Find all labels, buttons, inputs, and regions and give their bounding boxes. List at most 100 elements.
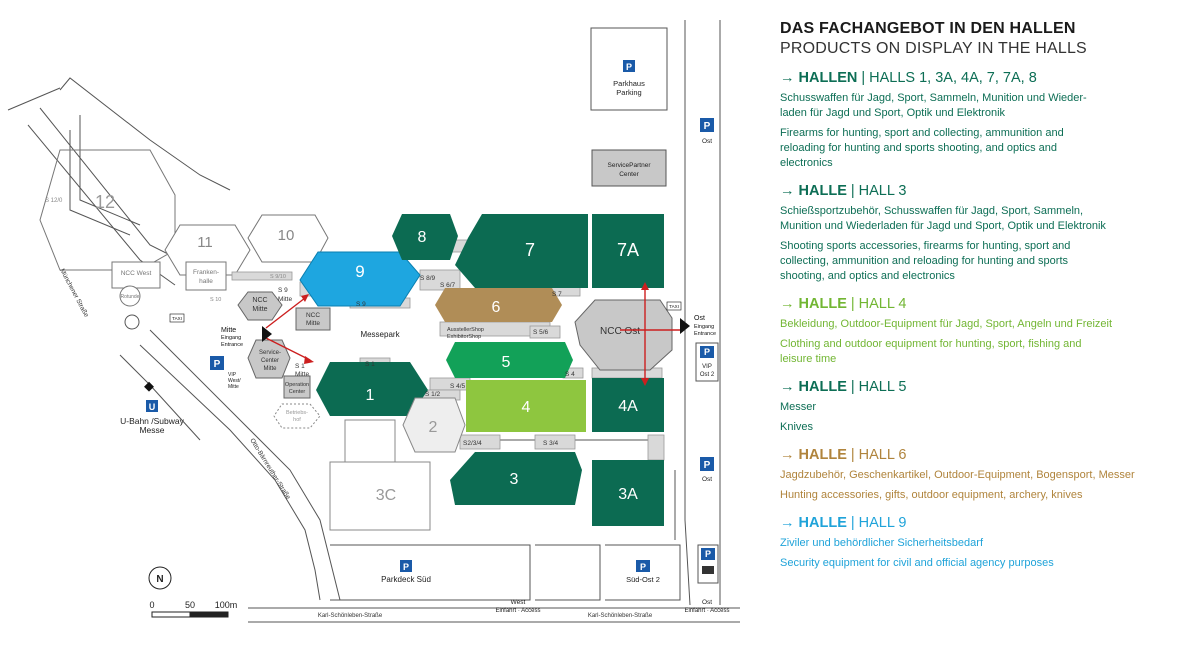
svg-text:Mitte: Mitte — [278, 296, 292, 303]
arrow-icon: → — [780, 70, 799, 86]
ncc-mitte-b[interactable] — [295, 307, 331, 331]
vip-west-p-icon[interactable] — [210, 356, 224, 370]
legend-heading-de: HALLE — [798, 183, 847, 199]
hall-3a-number: 3A — [618, 486, 638, 503]
ost-entrance-label-2: Eingang — [694, 324, 714, 330]
legend-heading-de: HALLE — [798, 447, 847, 463]
route-arrows — [265, 288, 680, 382]
legend-section-heading: → HALLE|HALL 4 — [780, 296, 1170, 312]
arrow-icon: → — [780, 515, 799, 531]
building-block — [344, 419, 396, 463]
hall-4[interactable] — [466, 380, 586, 432]
roundabout — [124, 314, 140, 330]
ncc-west-label: NCC West — [121, 270, 152, 277]
legend-heading-en: HALL 6 — [858, 447, 907, 463]
vip-west-label-3: Mitte — [228, 384, 239, 390]
route-arrow-head-1 — [641, 282, 649, 290]
betriebshof-label-1: Betriebs- — [286, 410, 308, 416]
legend-description-en: Knives — [780, 421, 814, 433]
legend-description-de: Jagdzubehör, Geschenkartikel, Outdoor-Eq… — [780, 469, 1135, 481]
parking-ost-mid-icon[interactable] — [700, 457, 714, 471]
hall-4-number: 4 — [522, 399, 531, 416]
hall-12-number: 12 — [95, 192, 115, 212]
mitte-entrance-label-3: Entrance — [221, 342, 243, 348]
betriebshof — [273, 403, 321, 429]
parking-ost-top-p: P — [704, 121, 711, 132]
hall-5-number: 5 — [502, 354, 511, 371]
hall-7a[interactable] — [592, 214, 664, 288]
west-access-label-1: West — [511, 599, 526, 606]
svg-text:S 4: S 4 — [565, 371, 575, 378]
legend-heading-separator: | — [850, 379, 855, 395]
hall-4a[interactable] — [592, 378, 664, 432]
svg-text:S 5/6: S 5/6 — [533, 329, 549, 336]
ncc-west[interactable] — [111, 261, 161, 289]
street-karl-1: Karl-Schönleben-Straße — [318, 613, 383, 619]
ncc-mitte-label-1: NCC — [252, 297, 267, 304]
frankenhalle-label-1: Franken- — [193, 269, 219, 276]
hall-legend: DAS FACHANGEBOT IN DEN HALLEN PRODUCTS O… — [780, 20, 1170, 571]
hall-5[interactable] — [446, 342, 573, 378]
ubahn-label-2: Messe — [139, 425, 164, 435]
scale-50: 50 — [185, 600, 195, 610]
parkhaus-label-1: Parkhaus — [613, 79, 645, 88]
parking-ost-mid-p: P — [704, 460, 711, 471]
hall-8[interactable] — [392, 214, 458, 260]
svg-text:S 1/2: S 1/2 — [425, 391, 441, 398]
hall-3a[interactable] — [592, 460, 664, 526]
frankenhalle-label-2: halle — [199, 278, 213, 285]
ncc-mitte-b-label-2: Mitte — [306, 320, 320, 327]
hall-12[interactable] — [39, 149, 176, 271]
bus-parking-p: P — [705, 549, 711, 559]
legend-heading-separator: | — [850, 183, 855, 199]
legend-heading-en: HALL 3 — [858, 183, 907, 199]
hall-1[interactable] — [316, 362, 428, 416]
servicepartner-label-1: ServicePartner — [608, 162, 652, 169]
hall-1-number: 1 — [366, 387, 375, 404]
legend-heading-en: HALL 9 — [858, 515, 907, 531]
vip-ost2-label-2: Ost 2 — [700, 372, 715, 378]
hall-7[interactable] — [455, 214, 588, 288]
ncc-mitte[interactable] — [237, 291, 283, 321]
arrow-icon: → — [780, 183, 799, 199]
svg-text:S 3/4: S 3/4 — [543, 440, 559, 447]
taxi-ost — [666, 301, 682, 311]
operation-center[interactable] — [283, 375, 311, 399]
ubahn-icon-letter: U — [149, 402, 156, 412]
hall-11-number: 11 — [197, 234, 213, 251]
fair-map: 12 11 10 NCC West Franken- halle Rotunde… — [7, 20, 740, 623]
sued-ost-p: P — [640, 562, 646, 572]
legend-description-de: Schießsportzubehör, Schusswaffen für Jag… — [780, 205, 1106, 232]
hall-6[interactable] — [435, 288, 562, 322]
frankenhalle[interactable] — [185, 261, 227, 291]
legend-section: → HALLE|HALL 3 Schießsportzubehör, Schuss… — [780, 183, 1170, 284]
parkdeck-p-icon[interactable] — [400, 560, 412, 572]
parkhaus-p-icon — [623, 60, 635, 72]
ubahn-icon[interactable] — [146, 400, 158, 412]
taxi-mitte-label: TAXI — [172, 316, 182, 321]
sued-ost-p-icon[interactable] — [636, 560, 650, 572]
hall-3c[interactable] — [329, 461, 431, 531]
taxi-ost-label: TAXI — [669, 304, 679, 309]
service-center-label-1: Service- — [259, 350, 281, 356]
hall-3[interactable] — [450, 452, 582, 505]
legend-heading-de: HALLEN — [798, 70, 858, 86]
bus-icon — [702, 566, 714, 574]
ncc-ost[interactable] — [574, 299, 673, 371]
servicepartner-center[interactable] — [591, 149, 667, 187]
vip-west-label-2: West/ — [228, 378, 241, 384]
legend-section-heading: → HALLE|HALL 9 — [780, 515, 1170, 531]
parking-ost-top-icon[interactable] — [700, 118, 714, 132]
route-arrow-head-4 — [304, 356, 314, 364]
ost-access-label-2: Einfahrt · Access — [684, 608, 729, 614]
north-arrow-letter: N — [156, 574, 163, 585]
hall-3c-number: 3C — [376, 487, 396, 504]
sued-ost-label: Süd-Ost 2 — [626, 575, 660, 584]
operation-center-label-2: Center — [289, 389, 306, 395]
service-center-mitte[interactable] — [247, 339, 291, 379]
ost-entrance-label-3: Entrance — [694, 331, 716, 337]
hall-2[interactable] — [402, 397, 466, 453]
